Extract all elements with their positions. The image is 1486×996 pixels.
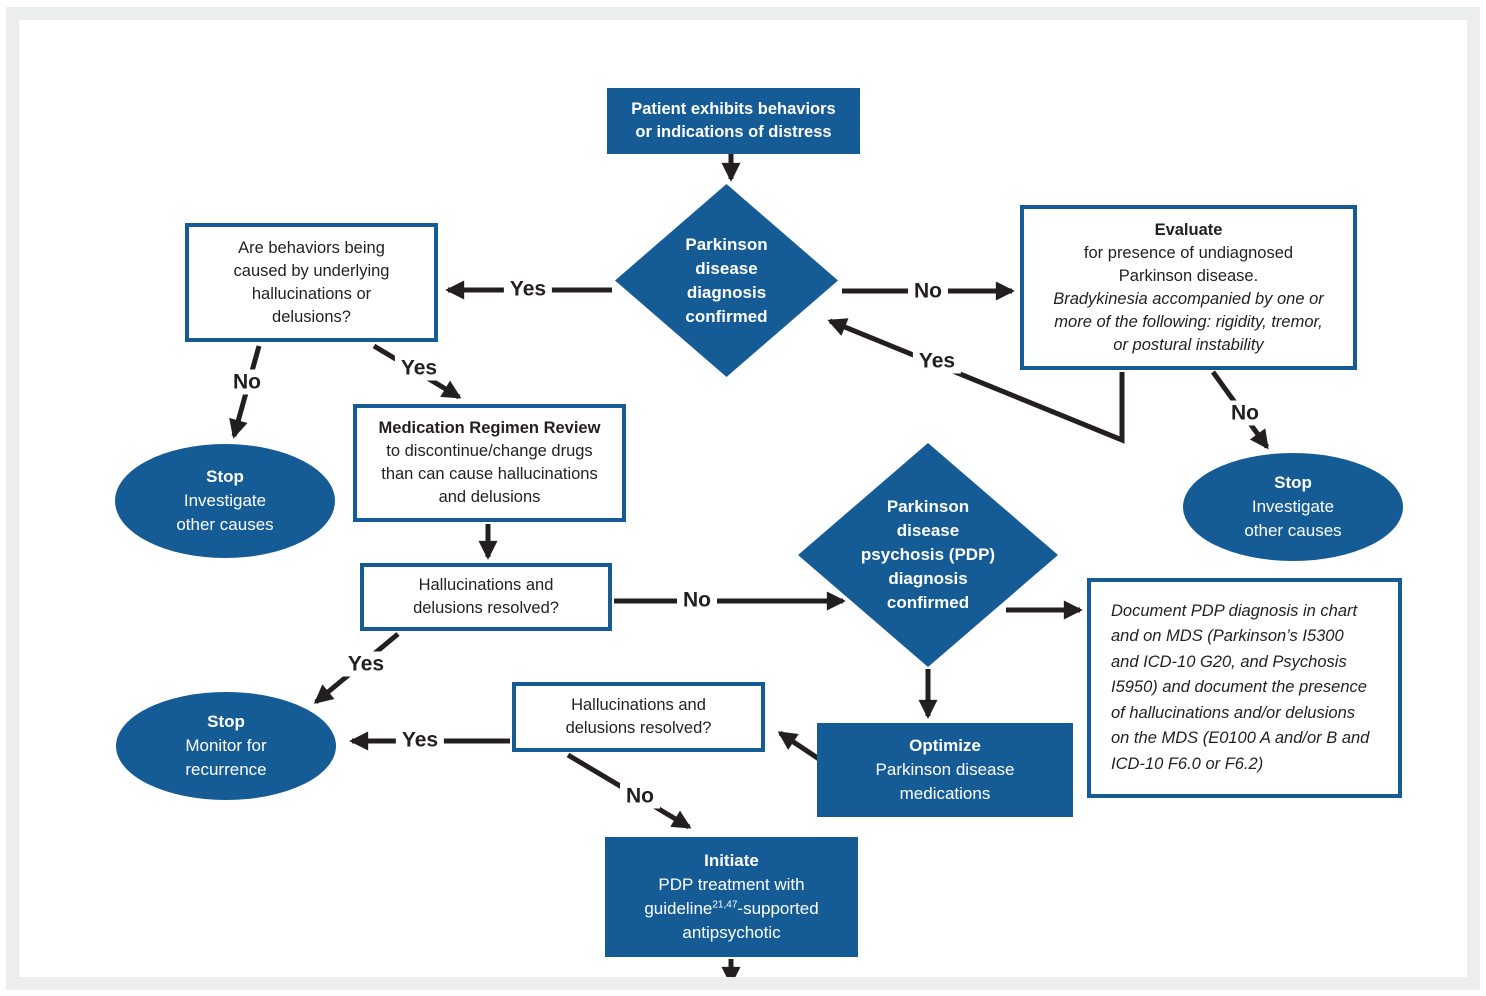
behaviors-question-text: Are behaviors being caused by underlying…	[233, 238, 390, 326]
resolved-question-1: Hallucinations and delusions resolved?	[360, 563, 612, 631]
evaluate-node: Evaluate for presence of undiagnosed Par…	[1020, 205, 1357, 370]
stop-monitor-node: Stop Monitor for recurrence	[116, 692, 336, 800]
optimize-medications-node: Optimize Parkinson disease medications	[817, 723, 1073, 817]
optimize-text: Parkinson disease medications	[875, 760, 1015, 803]
medication-review-node: Medication Regimen Review to discontinue…	[353, 404, 626, 522]
medication-review-text: to discontinue/change drugs than can cau…	[381, 442, 598, 506]
stop-right-text: Investigate other causes	[1244, 497, 1342, 540]
initiate-line2-pre: guideline	[644, 899, 713, 918]
initiate-line2-post: -supported	[737, 899, 819, 918]
pdp-diagnosis-text: Parkinson disease psychosis (PDP) diagno…	[860, 497, 996, 612]
initiate-line2: guideline21,47-supported	[644, 897, 818, 921]
initiate-treatment-node: Initiate PDP treatment with guideline21,…	[605, 837, 858, 957]
edge-label-pd-yes: Yes	[503, 276, 553, 302]
edge-label-resolved1-yes: Yes	[341, 651, 391, 677]
edge-optimize-to-resolved2	[777, 730, 824, 764]
edge-label-resolved2-no: No	[620, 783, 660, 809]
edge-label-pd-no: No	[908, 278, 948, 304]
document-diagnosis-note: Document PDP diagnosis in chart and on M…	[1087, 578, 1402, 798]
stop-left-text: Investigate other causes	[176, 491, 274, 534]
resolved-question-2-text: Hallucinations and delusions resolved?	[565, 696, 712, 737]
edge-label-evaluate-no: No	[1225, 400, 1265, 426]
edge-label-evaluate-yes: Yes	[912, 348, 962, 374]
stop-investigate-right: Stop Investigate other causes	[1183, 453, 1403, 561]
stop-monitor-title: Stop	[207, 712, 245, 731]
optimize-title: Optimize	[909, 736, 981, 755]
start-node-text: Patient exhibits behaviors or indication…	[631, 100, 836, 141]
start-node: Patient exhibits behaviors or indication…	[607, 88, 860, 154]
medication-review-title: Medication Regimen Review	[378, 419, 601, 437]
evaluate-body: for presence of undiagnosed Parkinson di…	[1083, 243, 1294, 285]
edge-label-resolved2-yes: Yes	[395, 727, 445, 753]
stop-monitor-text: Monitor for recurrence	[185, 736, 267, 779]
edge-label-resolved1-no: No	[677, 587, 717, 613]
evaluate-title: Evaluate	[1154, 220, 1223, 239]
edge-label-behaviors-yes: Yes	[394, 355, 444, 381]
stop-right-title: Stop	[1274, 473, 1312, 492]
initiate-title: Initiate	[704, 851, 759, 870]
document-note-text: Document PDP diagnosis in chart and on M…	[1111, 601, 1370, 773]
pd-diagnosis-text: Parkinson disease diagnosis confirmed	[685, 234, 768, 326]
stop-investigate-left: Stop Investigate other causes	[115, 444, 335, 558]
edge-label-behaviors-no: No	[227, 369, 267, 395]
resolved-question-2: Hallucinations and delusions resolved?	[512, 682, 765, 752]
behaviors-cause-question: Are behaviors being caused by underlying…	[185, 223, 438, 342]
initiate-line1: PDP treatment with	[658, 875, 805, 894]
stop-left-title: Stop	[206, 467, 244, 486]
initiate-reference-superscript: 21,47	[712, 899, 738, 911]
resolved-question-1-text: Hallucinations and delusions resolved?	[413, 576, 559, 617]
initiate-line3: antipsychotic	[682, 923, 781, 942]
evaluate-note: Bradykinesia accompanied by one or more …	[1053, 289, 1324, 354]
